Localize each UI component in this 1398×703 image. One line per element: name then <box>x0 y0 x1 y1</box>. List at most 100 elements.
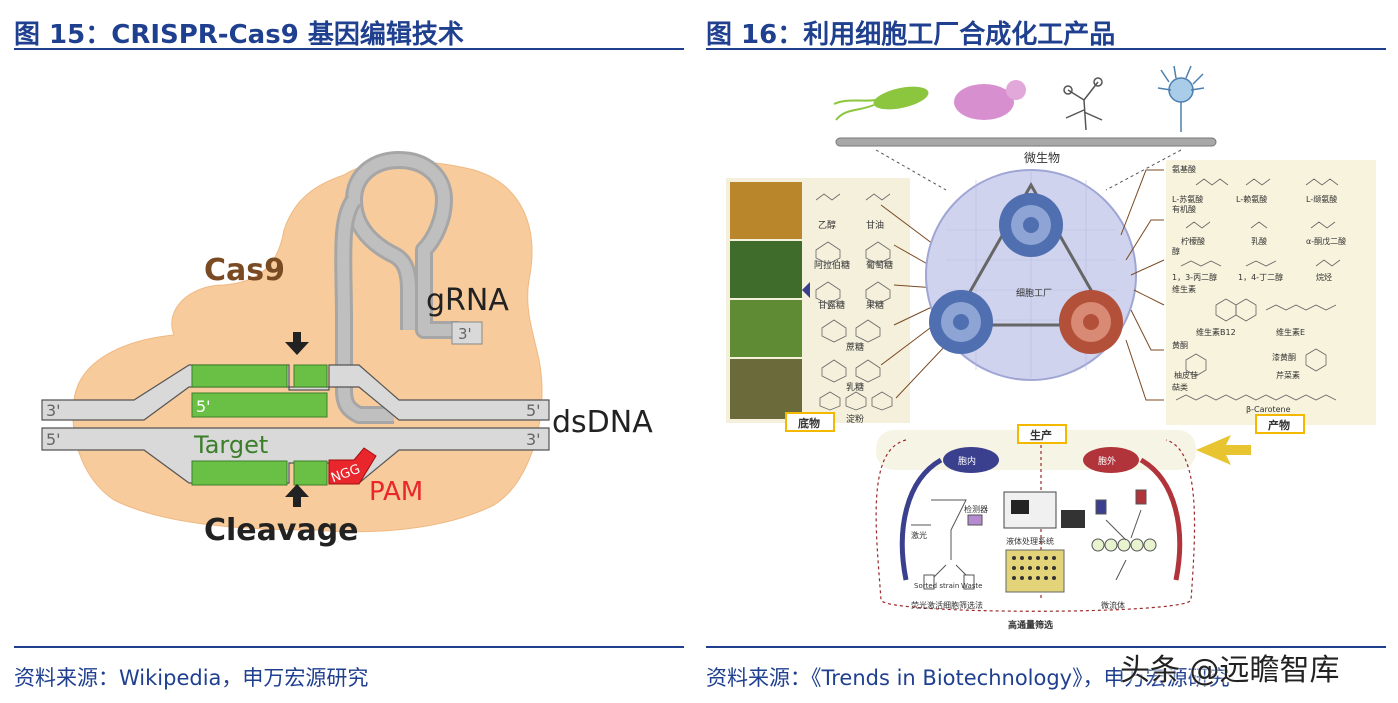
svg-text:1，4-丁二醇: 1，4-丁二醇 <box>1238 272 1283 282</box>
extracellular-label: 胞外 <box>1098 455 1116 467</box>
substrate-arrows <box>880 204 947 399</box>
guide-rna-bar <box>191 392 328 418</box>
figure-16-title: 图 16：利用细胞工厂合成化工产品 <box>706 20 1116 50</box>
bottom-left-end: 5' <box>46 430 61 449</box>
target-top-left <box>191 364 288 388</box>
bottom-right-end: 3' <box>526 430 541 449</box>
figure-15-source: 资料来源：Wikipedia，申万宏源研究 <box>14 666 369 690</box>
svg-text:氨基酸: 氨基酸 <box>1172 164 1196 174</box>
target-top-right <box>293 364 328 388</box>
svg-text:阿拉伯糖: 阿拉伯糖 <box>814 259 850 271</box>
cleavage-label: Cleavage <box>204 513 359 548</box>
substrate-structures <box>815 193 893 411</box>
gear-belt <box>948 181 1114 327</box>
figure-15: 图 15：CRISPR-Cas9 基因编辑技术 3' NGG 3' <box>14 0 684 703</box>
svg-text:维生素E: 维生素E <box>1276 327 1305 337</box>
svg-text:维生素: 维生素 <box>1172 284 1196 294</box>
svg-text:柠檬酸: 柠檬酸 <box>1181 236 1205 246</box>
svg-text:L-赖氨酸: L-赖氨酸 <box>1236 194 1267 204</box>
hts-label: 高通量筛选 <box>1008 619 1053 631</box>
figure-15-title: 图 15：CRISPR-Cas9 基因编辑技术 <box>14 20 464 50</box>
guide-5-label: 5' <box>196 397 211 416</box>
grna-label: gRNA <box>426 283 509 318</box>
sorted-strain-label: Sorted strain <box>914 582 959 590</box>
product-arrows <box>1120 169 1165 401</box>
svg-text:α-酮戊二酸: α-酮戊二酸 <box>1306 236 1346 246</box>
target-bottom-right <box>293 460 328 486</box>
substrate-tag <box>785 412 835 432</box>
microbe-illustrations <box>833 65 1217 147</box>
svg-text:芹菜素: 芹菜素 <box>1276 370 1300 380</box>
intracellular-badge <box>943 447 999 473</box>
extracellular-badge <box>1083 447 1139 473</box>
dsdna-label: dsDNA <box>552 405 653 440</box>
production-label: 生产 <box>1030 428 1052 442</box>
hts-boundary <box>875 439 1196 612</box>
cell-factory-diagram: 微生物 乙醇 甘油 阿拉伯糖 葡萄糖 甘露糖 果糖 蔗糖 乳糖 淀粉 <box>726 65 1376 631</box>
bacteria-icon <box>873 86 929 110</box>
waste-label: Waste <box>961 582 982 590</box>
liquid-handling-system <box>1003 491 1085 593</box>
products-label: 产物 <box>1268 418 1290 432</box>
field-photo <box>730 241 802 298</box>
intracellular-arrow <box>899 457 943 581</box>
target-bottom-left <box>191 460 288 486</box>
svg-text:蔗糖: 蔗糖 <box>846 341 864 353</box>
svg-text:乙醇: 乙醇 <box>818 219 836 231</box>
substrate-label: 底物 <box>798 416 820 430</box>
corn-photo <box>730 182 802 239</box>
svg-text:淀粉: 淀粉 <box>846 413 864 425</box>
mold-icon <box>1157 65 1205 132</box>
facs-apparatus <box>911 499 983 590</box>
production-tag <box>1017 424 1067 444</box>
grna-end-label: 3' <box>458 325 472 343</box>
gear-red-right <box>1059 290 1123 354</box>
intracellular-label: 胞内 <box>958 455 976 467</box>
cas9-label: Cas9 <box>204 253 285 288</box>
target-label: Target <box>193 431 268 459</box>
source-rule <box>706 646 1386 648</box>
svg-text:萜类: 萜类 <box>1172 382 1188 392</box>
svg-text:1，3-丙二醇: 1，3-丙二醇 <box>1172 272 1217 282</box>
microfluidic-label: 微流体 <box>1101 600 1125 610</box>
crispr-cas9-diagram: 3' NGG 3' 5' 5' 3' 5' Cas9 gRNA <box>41 151 653 548</box>
cell-factory-label: 细胞工厂 <box>1016 287 1052 299</box>
products-to-production-arrow <box>1196 435 1251 465</box>
source-rule <box>14 646 684 648</box>
facs-method-label: 荧光激活细胞筛选法 <box>911 600 983 610</box>
sugarcane-photo <box>730 359 802 419</box>
pam-block <box>328 447 377 485</box>
figure-16: 图 16：利用细胞工厂合成化工产品 微生物 <box>706 0 1386 703</box>
svg-text:L-缬氨酸: L-缬氨酸 <box>1306 194 1337 204</box>
microfluidic-device <box>1091 489 1157 581</box>
fungus-icon <box>1063 77 1103 131</box>
product-structures <box>1175 178 1341 401</box>
svg-text:黄酮: 黄酮 <box>1172 340 1188 350</box>
yeast-icon <box>954 84 1014 120</box>
title-rule <box>706 48 1386 50</box>
svg-text:L-苏氨酸: L-苏氨酸 <box>1172 194 1203 204</box>
svg-text:维生素B12: 维生素B12 <box>1196 327 1236 337</box>
svg-text:乳酸: 乳酸 <box>1251 236 1267 246</box>
gear-blue-left <box>929 290 993 354</box>
product-tag <box>1255 414 1305 434</box>
svg-text:有机酸: 有机酸 <box>1172 204 1196 214</box>
svg-text:柚皮苷: 柚皮苷 <box>1174 370 1198 380</box>
extracellular-arrow <box>1139 457 1183 581</box>
svg-text:烷烃: 烷烃 <box>1316 272 1332 282</box>
pam-label: PAM <box>369 477 423 507</box>
svg-text:乳糖: 乳糖 <box>846 381 864 393</box>
svg-text:漆黄酮: 漆黄酮 <box>1272 352 1296 362</box>
liquid-system-label: 液体处理系统 <box>1006 536 1054 546</box>
svg-text:β-Carotene: β-Carotene <box>1246 405 1291 414</box>
detector-label: 检测器 <box>964 504 988 514</box>
top-left-end: 3' <box>46 401 61 420</box>
product-panel <box>1166 160 1376 425</box>
cleavage-arrow-bottom <box>285 484 309 507</box>
plant-photo <box>730 300 802 357</box>
microbes-label: 微生物 <box>1024 151 1060 165</box>
svg-text:醇: 醇 <box>1172 246 1180 256</box>
svg-text:甘油: 甘油 <box>866 219 884 231</box>
top-right-end: 5' <box>526 401 541 420</box>
cleavage-arrow-top <box>285 332 309 355</box>
